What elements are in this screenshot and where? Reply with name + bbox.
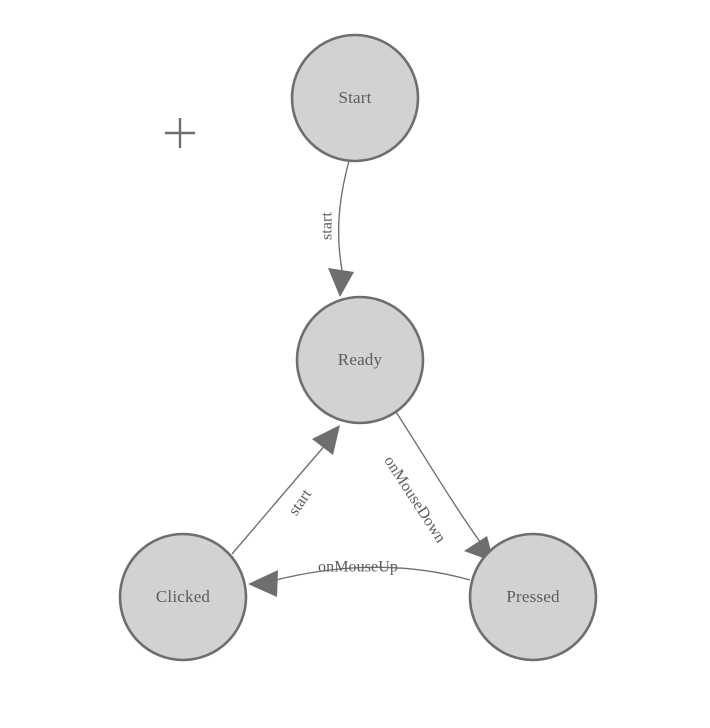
edge-pressed-to-clicked[interactable]: onMouseUp bbox=[248, 559, 471, 597]
node-shape[interactable] bbox=[468, 532, 598, 662]
crosshair-icon bbox=[165, 118, 195, 148]
edge-line bbox=[271, 566, 471, 582]
edge-start-to-ready[interactable]: start bbox=[319, 160, 354, 297]
edge-label-start: start bbox=[319, 212, 336, 241]
node-clicked[interactable]: Clicked bbox=[118, 532, 248, 662]
edge-label-onmouseup: onMouseUp bbox=[318, 559, 398, 576]
node-pressed[interactable]: Pressed bbox=[468, 532, 598, 662]
edge-line bbox=[395, 411, 484, 547]
edge-line bbox=[231, 442, 328, 555]
node-ready[interactable]: Ready bbox=[295, 295, 425, 425]
edge-line bbox=[338, 160, 350, 277]
node-label: Clicked bbox=[156, 587, 211, 606]
node-shape[interactable] bbox=[290, 33, 420, 163]
node-shape[interactable] bbox=[118, 532, 248, 662]
node-label: Start bbox=[338, 88, 371, 107]
arrowhead-icon bbox=[328, 268, 354, 297]
node-start[interactable]: Start bbox=[290, 33, 420, 163]
edge-label-onmousedown: onMouseDown bbox=[380, 453, 449, 546]
node-label: Ready bbox=[338, 350, 383, 369]
arrowhead-icon bbox=[248, 570, 278, 597]
edge-clicked-to-ready[interactable]: start bbox=[231, 425, 340, 555]
arrowhead-icon bbox=[312, 425, 340, 455]
edge-label-start-2: start bbox=[285, 486, 315, 519]
node-label: Pressed bbox=[506, 587, 560, 606]
edge-ready-to-pressed[interactable]: onMouseDown bbox=[380, 411, 494, 562]
node-shape[interactable] bbox=[295, 295, 425, 425]
